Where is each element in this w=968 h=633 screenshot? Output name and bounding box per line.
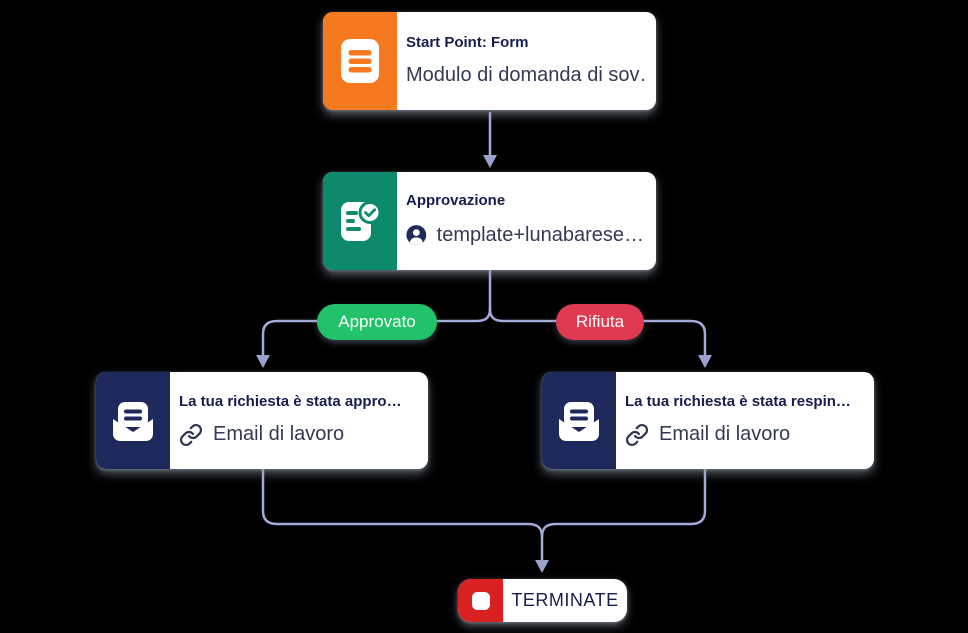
email-approved-recipient-row: Email di lavoro [179,423,416,447]
email-approved-recipient: Email di lavoro [213,423,345,445]
email-rejected-body: La tua richiesta è stata respin… Email d… [616,372,874,469]
email-approved-title: La tua richiesta è stata appro… [179,392,402,410]
email-rejected-node[interactable]: La tua richiesta è stata respin… Email d… [542,372,874,469]
email-rejected-icon-pane [542,372,616,469]
approved-branch-pill[interactable]: Approvato [317,304,437,340]
email-approved-body: La tua richiesta è stata appro… Email di… [170,372,428,469]
start-node-subtitle: Modulo di domanda di sov… [406,63,644,86]
person-avatar-icon [406,225,427,245]
start-node-body: Start Point: Form Modulo di domanda di s… [397,12,656,110]
start-node-icon-pane [323,12,397,110]
rejected-branch-pill[interactable]: Rifiuta [556,304,644,340]
approval-node-assignee-row: template+lunabarese… [406,222,644,248]
arrowhead-to-email-approved [256,355,270,368]
arrowhead-to-approval [483,155,497,168]
approval-node[interactable]: Approvazione template+lunabarese… [323,172,656,270]
approval-node-assignee: template+lunabarese… [436,223,644,246]
rejected-branch-label: Rifiuta [575,312,625,331]
email-icon [559,401,599,441]
connector-branch-right [488,307,707,358]
terminate-icon-pane [458,579,503,622]
connector-merge-right [540,468,707,539]
email-rejected-recipient: Email di lavoro [659,423,791,445]
approval-node-icon-pane [323,172,397,270]
email-approved-node[interactable]: La tua richiesta è stata appro… Email di… [96,372,428,469]
email-approved-icon-pane [96,372,170,469]
terminate-label: TERMINATE [511,590,619,610]
arrowhead-to-email-rejected [698,355,712,368]
form-icon [341,39,379,83]
start-node-title: Start Point: Form [406,33,529,51]
email-rejected-recipient-row: Email di lavoro [625,423,862,447]
connector-arrowheads [256,155,712,573]
connector-branch-left [261,307,492,358]
start-node[interactable]: Start Point: Form Modulo di domanda di s… [323,12,656,110]
approval-check-icon [341,201,382,241]
approval-node-body: Approvazione template+lunabarese… [397,172,656,270]
connector-lines [261,111,707,563]
approval-node-title: Approvazione [406,192,506,209]
approved-branch-label: Approvato [338,312,416,331]
email-icon [113,401,153,441]
link-icon [179,423,203,446]
email-rejected-title: La tua richiesta è stata respin… [625,392,851,410]
terminate-node[interactable]: TERMINATE [458,579,627,622]
connector-merge-left [261,468,544,563]
stop-icon [471,591,490,610]
arrowhead-to-terminate [535,560,549,573]
link-icon [625,423,649,446]
